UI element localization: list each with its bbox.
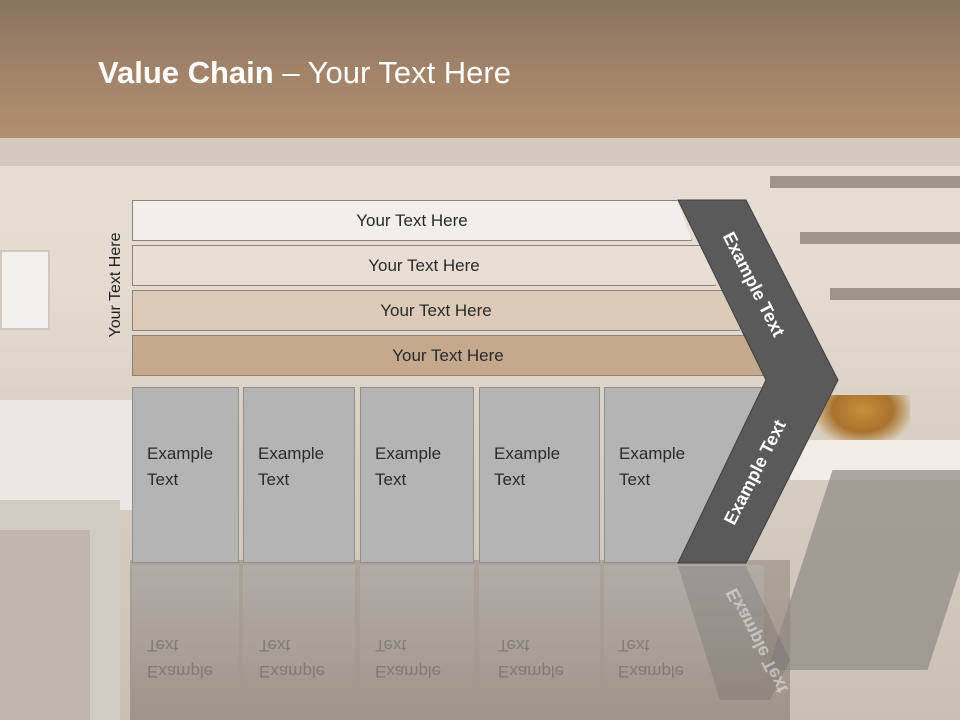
box-reflection xyxy=(360,565,474,720)
background-fruit-basket xyxy=(815,395,910,445)
header-band xyxy=(0,0,960,138)
value-chain-bar: Your Text Here xyxy=(132,200,692,241)
chevron-shape xyxy=(677,199,839,564)
box-line1: Example xyxy=(375,444,442,463)
box-line2: Text xyxy=(147,470,179,489)
chevron-reflection xyxy=(678,566,790,700)
box-reflection xyxy=(243,565,355,720)
slide-title: Value Chain – Your Text Here xyxy=(98,55,511,91)
background-shelf xyxy=(800,232,960,244)
bar-label: Your Text Here xyxy=(392,345,504,365)
background-shelf xyxy=(830,288,960,300)
box-line1: Example xyxy=(147,444,214,463)
box-line1: Example xyxy=(258,444,325,463)
box-line2: Text xyxy=(258,470,290,489)
title-rest: – Your Text Here xyxy=(273,55,511,90)
title-bold: Value Chain xyxy=(98,55,274,90)
box-line1: Example xyxy=(494,444,561,463)
value-chain-bar: Your Text Here xyxy=(132,245,716,286)
value-chain-bar: Your Text Here xyxy=(132,335,764,376)
box-line2: Text xyxy=(375,470,407,489)
box-reflection xyxy=(132,565,239,720)
bar-label: Your Text Here xyxy=(368,255,480,275)
value-chain-bar: Your Text Here xyxy=(132,290,740,331)
box-line1: Example xyxy=(619,444,686,463)
header-sub-band xyxy=(0,138,960,166)
box-line2: Text xyxy=(494,470,526,489)
box-line2: Text xyxy=(619,470,651,489)
box-reflection xyxy=(479,565,600,720)
background-window xyxy=(0,250,50,330)
box-reflection xyxy=(604,565,764,720)
bar-label: Your Text Here xyxy=(356,210,468,230)
background-counter-left xyxy=(0,400,140,510)
bar-label: Your Text Here xyxy=(380,300,492,320)
background-cabinet-left-door xyxy=(0,530,90,720)
background-shelf xyxy=(770,176,960,188)
